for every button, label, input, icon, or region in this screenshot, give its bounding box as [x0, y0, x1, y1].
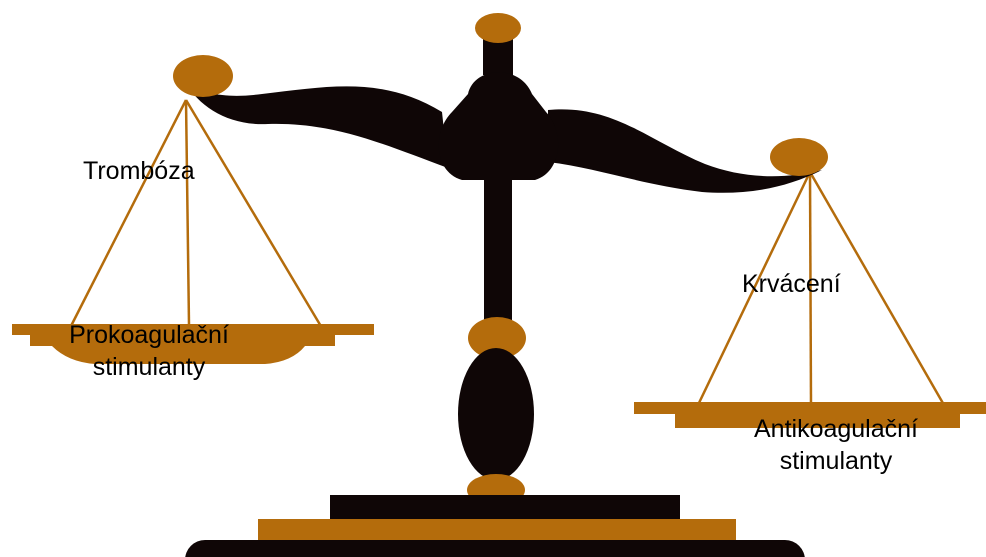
base-top-step [330, 495, 680, 520]
top-finial-knob [475, 13, 521, 43]
procoagulant-stimulants-label: Prokoagulační stimulanty [30, 319, 268, 383]
left-string-outer [70, 100, 186, 328]
left-string-inner [186, 100, 322, 328]
anticoagulant-line-2: stimulanty [710, 445, 962, 477]
bleeding-label: Krvácení [742, 268, 841, 300]
procoagulant-line-2: stimulanty [30, 351, 268, 383]
procoagulant-line-1: Prokoagulační [30, 319, 268, 351]
beam-hub [439, 72, 558, 180]
right-beam-end-knob [770, 138, 828, 176]
anticoagulant-line-1: Antikoagulační [710, 413, 962, 445]
column-vase [458, 348, 534, 480]
left-string-center [186, 100, 189, 325]
anticoagulant-stimulants-label: Antikoagulační stimulanty [710, 413, 962, 477]
base-middle-step [258, 519, 736, 541]
beam-left-arm [185, 82, 448, 168]
central-column [484, 180, 512, 330]
thrombosis-label: Trombóza [83, 155, 195, 187]
left-beam-end-knob [173, 55, 233, 97]
left-pan-strings [70, 100, 322, 328]
scale-base [185, 495, 805, 557]
base-bottom-step [185, 540, 805, 557]
